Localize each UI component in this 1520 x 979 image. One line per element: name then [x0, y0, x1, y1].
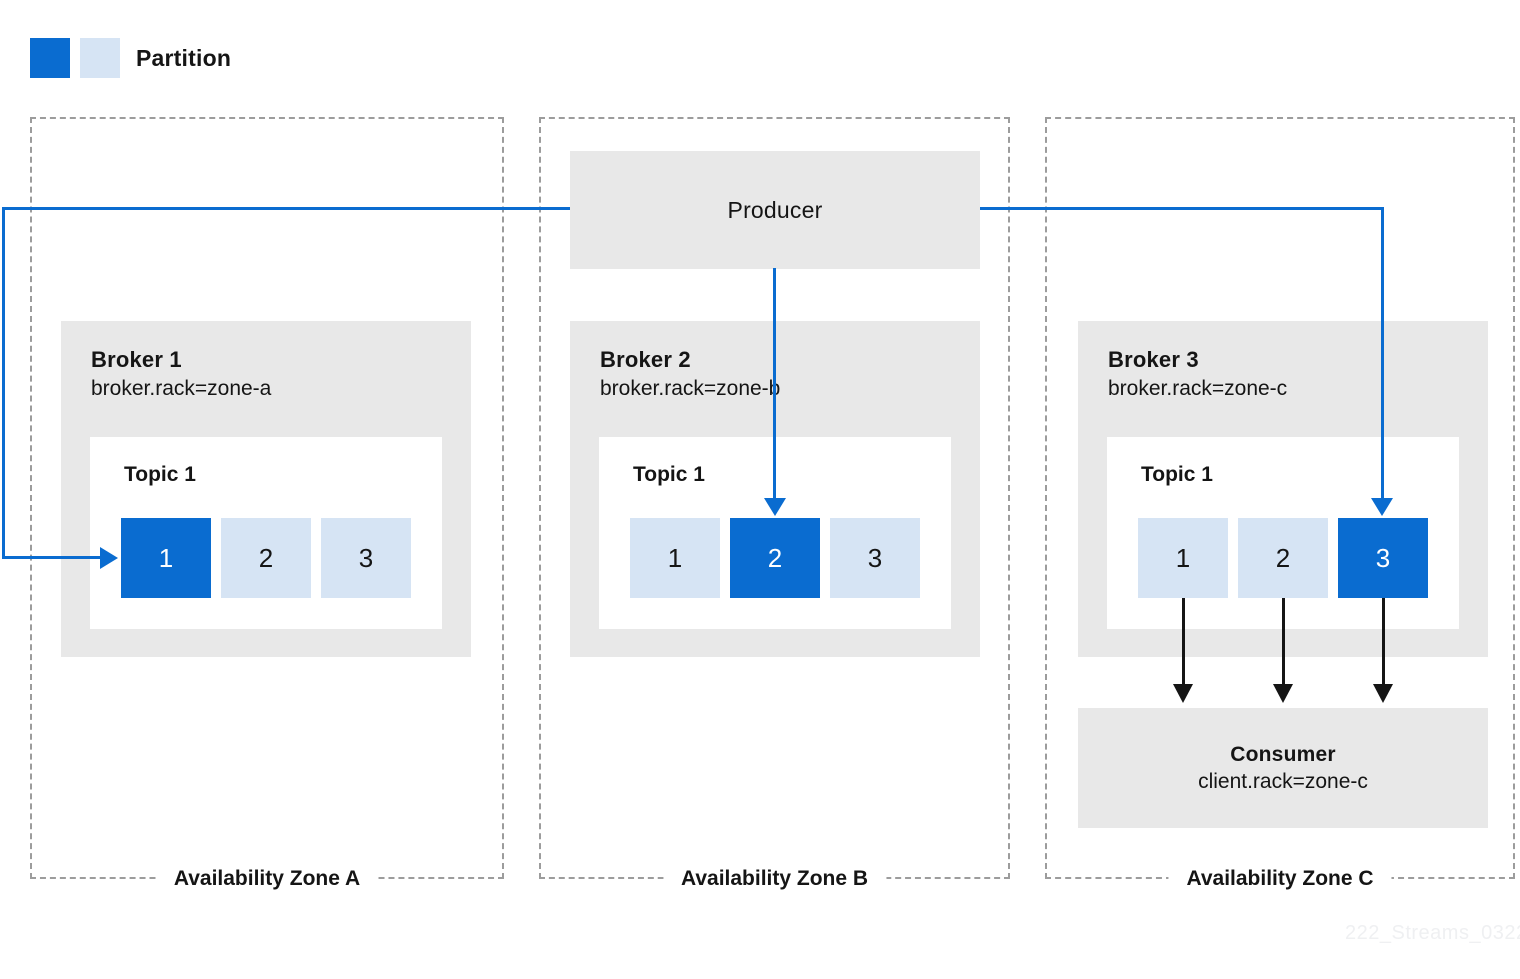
broker-2-partition-row: 1 2 3	[630, 518, 920, 598]
broker-1-partition-2: 2	[221, 518, 311, 598]
arrow-segment	[980, 207, 1384, 210]
broker-1-partition-row: 1 2 3	[121, 518, 411, 598]
producer-label: Producer	[727, 196, 823, 223]
arrowhead-down-icon	[1273, 684, 1293, 703]
broker-1-topic-label: Topic 1	[124, 463, 196, 486]
arrow-segment	[1282, 598, 1285, 686]
broker-1-partition-1: 1	[121, 518, 211, 598]
broker-2-partition-1: 1	[630, 518, 720, 598]
arrowhead-down-icon	[1371, 498, 1393, 516]
arrow-segment	[2, 207, 570, 210]
availability-zone-b-label: Availability Zone B	[662, 864, 887, 894]
arrow-segment	[2, 556, 102, 559]
broker-1-topic-box: Topic 1 1 2 3	[90, 437, 442, 629]
arrow-segment	[2, 207, 5, 559]
broker-1-title: Broker 1	[91, 347, 182, 372]
producer-box: Producer	[570, 151, 980, 269]
arrowhead-down-icon	[1173, 684, 1193, 703]
broker-2-partition-2: 2	[730, 518, 820, 598]
broker-1-box: Broker 1 broker.rack=zone-a Topic 1 1 2 …	[61, 321, 471, 657]
broker-3-partition-2: 2	[1238, 518, 1328, 598]
arrowhead-right-icon	[100, 547, 118, 569]
availability-zone-c: Broker 3 broker.rack=zone-c Topic 1 1 2 …	[1045, 117, 1515, 894]
availability-zone-a-label: Availability Zone A	[155, 864, 379, 894]
broker-3-partition-row: 1 2 3	[1138, 518, 1428, 598]
broker-3-partition-1: 1	[1138, 518, 1228, 598]
broker-2-title: Broker 2	[600, 347, 691, 372]
broker-2-partition-3: 3	[830, 518, 920, 598]
broker-3-rack-config: broker.rack=zone-c	[1108, 377, 1288, 400]
consumer-rack-config: client.rack=zone-c	[1198, 769, 1368, 793]
broker-1-partition-3: 3	[321, 518, 411, 598]
availability-zone-a: Broker 1 broker.rack=zone-a Topic 1 1 2 …	[30, 117, 504, 894]
availability-zone-c-label: Availability Zone C	[1168, 864, 1392, 894]
broker-2-rack-config: broker.rack=zone-b	[600, 377, 781, 400]
arrowhead-down-icon	[764, 498, 786, 516]
arrow-segment	[1182, 598, 1185, 686]
broker-3-topic-box: Topic 1 1 2 3	[1107, 437, 1459, 629]
consumer-box: Consumer client.rack=zone-c	[1078, 708, 1488, 828]
watermark: 222_Streams_0322	[1345, 922, 1520, 944]
partition-inactive-swatch	[80, 38, 120, 78]
consumer-label: Consumer	[1230, 742, 1336, 766]
partition-active-swatch	[30, 38, 70, 78]
arrow-segment	[1381, 207, 1384, 500]
broker-1-rack-config: broker.rack=zone-a	[91, 377, 272, 400]
broker-3-partition-3: 3	[1338, 518, 1428, 598]
legend-label: Partition	[136, 44, 232, 71]
arrowhead-down-icon	[1373, 684, 1393, 703]
broker-2-topic-label: Topic 1	[633, 463, 705, 486]
partition-legend: Partition	[30, 38, 231, 78]
arrow-segment	[1382, 598, 1385, 686]
broker-3-title: Broker 3	[1108, 347, 1199, 372]
broker-3-topic-label: Topic 1	[1141, 463, 1213, 486]
arrow-segment	[773, 268, 776, 500]
